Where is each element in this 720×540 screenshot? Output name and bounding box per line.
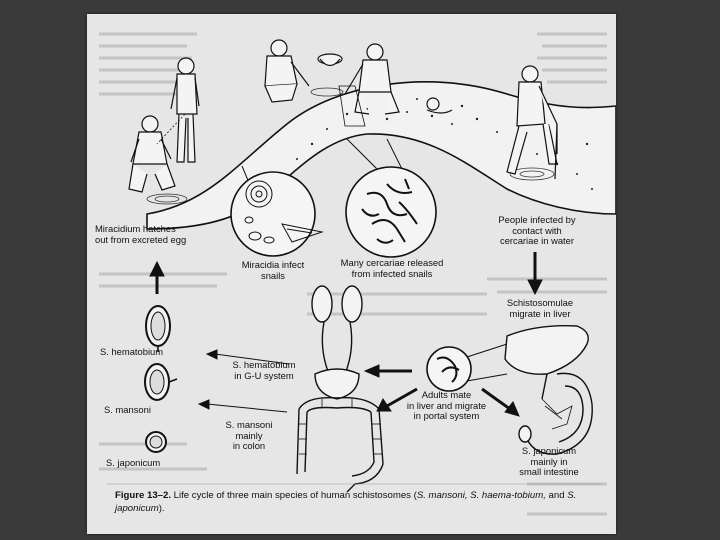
colon <box>297 398 383 492</box>
label-egg-japonicum: S. japonicum <box>106 458 160 469</box>
liver <box>505 326 588 399</box>
small-intestine <box>519 373 592 454</box>
cercariae-inset <box>346 167 436 257</box>
caption-species-1: S. mansoni, S. haema-tobium, <box>417 490 546 501</box>
label-egg-haematobium: S. hematobium <box>100 347 163 358</box>
label-egg-mansoni: S. mansoni <box>104 405 151 416</box>
genitourinary-system <box>312 286 362 399</box>
egg-mansoni-drawing <box>145 364 177 400</box>
caption-text-and: and <box>546 490 567 501</box>
figure-caption: Figure 13–2. Life cycle of three main sp… <box>115 490 595 515</box>
egg-japonicum-drawing <box>146 432 166 452</box>
squatting-person <box>129 116 175 192</box>
caption-text-after: ). <box>159 503 165 514</box>
adult-worms-inset <box>427 344 507 391</box>
snail-inset <box>231 172 322 256</box>
figure-number: Figure 13–2. <box>115 490 171 501</box>
caption-text-before: Life cycle of three main species of huma… <box>174 490 417 501</box>
standing-person-left <box>171 58 199 162</box>
eggs <box>145 306 177 452</box>
bowl-carrier <box>318 54 342 66</box>
washing-person <box>265 40 309 102</box>
